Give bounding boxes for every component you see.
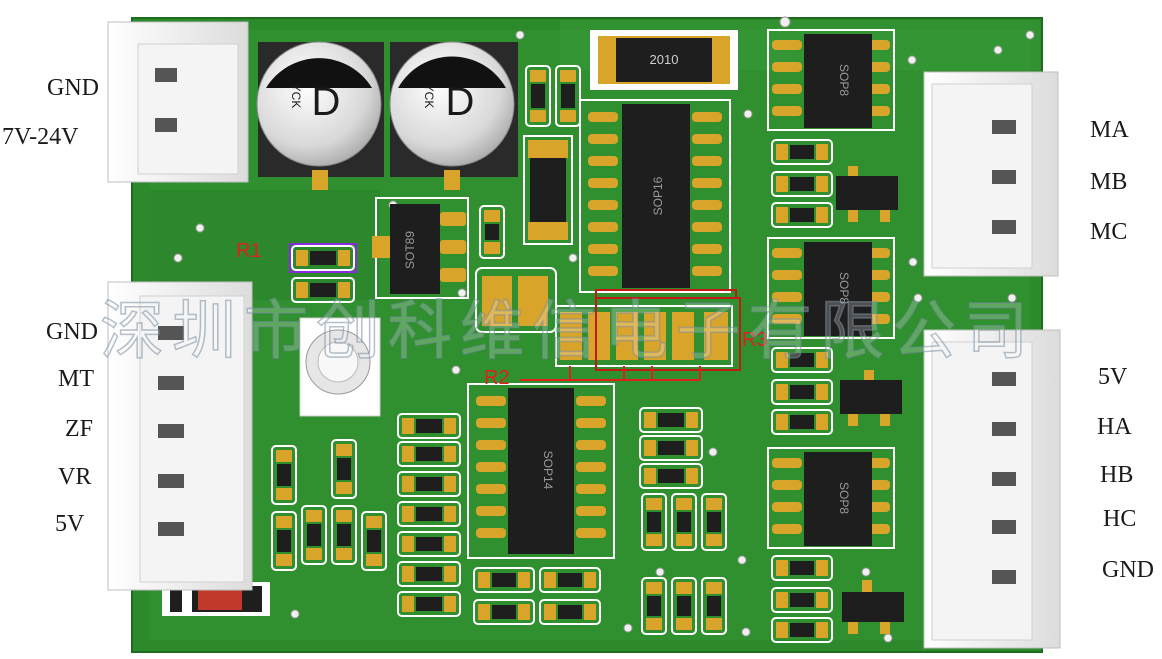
- resistor-2010: [590, 30, 738, 90]
- label-hb: HB: [1100, 462, 1134, 488]
- sot89-regulator: [372, 197, 469, 299]
- label-ma: MA: [1090, 117, 1129, 143]
- label-zf: ZF: [65, 416, 94, 442]
- label-mb: MB: [1090, 169, 1128, 195]
- sot23-transistor: [842, 580, 904, 634]
- sop8-label: SOP8: [837, 272, 851, 304]
- r2-marker-lines: [520, 366, 701, 381]
- connector-signal: [107, 281, 253, 591]
- label-gnd-right: GND: [1102, 557, 1154, 583]
- label-5v-right: 5V: [1098, 364, 1128, 390]
- sot89-label: SOT89: [403, 231, 417, 269]
- electrolytic-capacitor: [256, 41, 384, 190]
- label-mc: MC: [1090, 219, 1128, 245]
- label-mt: MT: [58, 366, 94, 392]
- sop16-chip: [579, 99, 731, 293]
- sop14-chip: [467, 383, 615, 559]
- sot23-transistor: [840, 370, 902, 426]
- sop8-chip: [767, 29, 895, 131]
- label-gnd-power: GND: [47, 75, 99, 101]
- electrolytic-capacitor: [389, 41, 518, 190]
- sop8-chip: [767, 237, 895, 339]
- capacitor-mark: D: [446, 80, 475, 124]
- capacitor-mark: D: [312, 80, 341, 124]
- sop8-label: SOP8: [837, 482, 851, 514]
- sop8-label: SOP8: [837, 64, 851, 96]
- ref-r3: R3: [742, 329, 768, 351]
- connector-power: [107, 21, 249, 183]
- label-hc: HC: [1103, 506, 1137, 532]
- potentiometer: [299, 317, 381, 417]
- smd-resistor-row: [291, 139, 833, 643]
- capacitor-brand: YCK: [422, 84, 436, 109]
- sop8-chip: [767, 447, 895, 549]
- capacitor-brand: YCK: [289, 84, 303, 109]
- label-5v-left: 5V: [55, 511, 85, 537]
- connector-hall: [923, 329, 1061, 649]
- r1-highlight: [289, 243, 357, 273]
- label-gnd-signal: GND: [46, 319, 98, 345]
- sop16-label: SOP16: [651, 176, 665, 215]
- resistor-array-r3: [555, 289, 741, 371]
- sot23-transistor: [836, 166, 898, 222]
- resistor-2010-label: 2010: [650, 52, 679, 67]
- ref-r1: R1: [236, 240, 262, 262]
- label-vr: VR: [58, 464, 92, 490]
- ref-r2: R2: [484, 367, 510, 389]
- label-supply-voltage: 7V-24V: [2, 124, 79, 150]
- label-ha: HA: [1097, 414, 1132, 440]
- current-sense-resistor: [523, 135, 573, 245]
- connector-motor: [923, 71, 1059, 277]
- smd-resistor-column: [271, 65, 727, 635]
- tantalum-capacitor: [475, 267, 557, 333]
- sop14-label: SOP14: [541, 451, 555, 490]
